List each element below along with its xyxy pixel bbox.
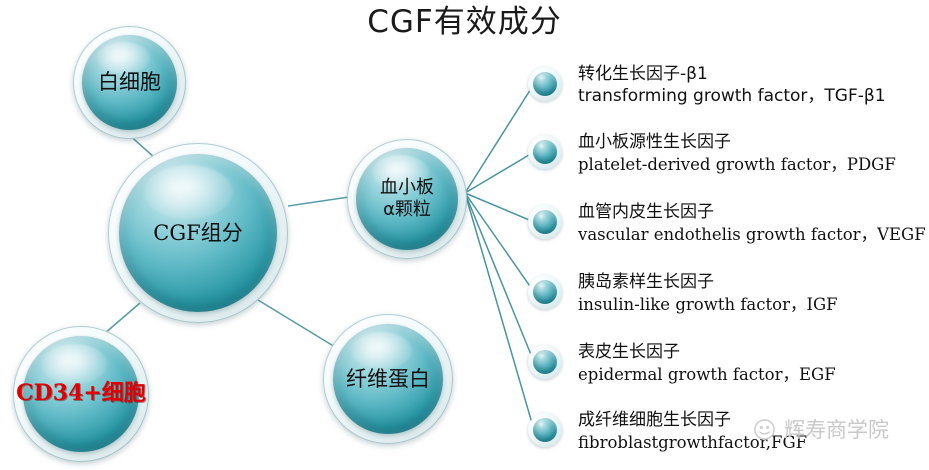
bubble-label-white-blood-cell: 白细胞	[98, 70, 161, 95]
connector-platelet-to-gf-5	[464, 192, 535, 363]
bullet-sphere-icon	[528, 275, 562, 309]
connector-center-to-cd34	[103, 302, 141, 335]
bullet-sphere-icon	[528, 67, 562, 101]
bubble-label-fibrin: 纤维蛋白	[346, 366, 430, 391]
bubble-core	[356, 148, 458, 250]
bubble-fibrin[interactable]: 纤维蛋白	[323, 314, 453, 444]
connector-platelet-to-gf-4	[464, 192, 535, 293]
growth-factor-en-1: transforming growth factor，TGF-β1	[578, 86, 886, 106]
growth-factor-cn-3: 血管内皮生长因子	[578, 202, 714, 222]
bullet-sphere-icon	[528, 413, 562, 447]
bubble-white-blood-cell[interactable]: 白细胞	[73, 26, 186, 139]
growth-factor-cn-5: 表皮生长因子	[578, 342, 680, 362]
bubble-core	[82, 35, 177, 130]
connector-platelet-to-gf-6	[464, 192, 535, 431]
growth-factor-cn-6: 成纤维细胞生长因子	[578, 410, 731, 430]
growth-factor-text-5: 表皮生长因子 epidermal growth factor，EGF	[578, 341, 836, 386]
bullet-sphere-icon	[528, 135, 562, 169]
bubble-label-line-1: 血小板	[380, 176, 434, 198]
growth-factor-text-3: 血管内皮生长因子 vascular endothelis growth fact…	[578, 201, 926, 246]
growth-factor-cn-4: 胰岛素样生长因子	[578, 272, 714, 292]
page-title: CGF有效成分	[367, 4, 562, 40]
bubble-label-platelet-alpha-granule: 血小板 α颗粒	[380, 177, 434, 222]
growth-factor-en-5: epidermal growth factor，EGF	[578, 365, 836, 384]
bubble-core	[119, 154, 277, 312]
bubble-core	[23, 336, 139, 452]
growth-factor-en-4: insulin-like growth factor，IGF	[578, 295, 838, 314]
growth-factor-en-2: platelet-derived growth factor，PDGF	[578, 155, 896, 174]
growth-factor-text-4: 胰岛素样生长因子 insulin-like growth factor，IGF	[578, 271, 838, 316]
bubble-cgf-components[interactable]: CGF组分	[108, 143, 288, 323]
bullet-sphere-icon	[528, 345, 562, 379]
growth-factor-en-6: fibroblastgrowthfactor,FGF	[578, 433, 808, 452]
connector-platelet-to-gf-1	[464, 83, 535, 194]
connector-platelet-to-gf-2	[464, 151, 535, 194]
bubble-label-cgf-components: CGF组分	[153, 220, 243, 245]
bubble-core	[333, 324, 443, 434]
connector-platelet-to-gf-3	[464, 192, 535, 223]
growth-factor-text-1: 转化生长因子-β1 transforming growth factor，TGF…	[578, 63, 886, 108]
growth-factor-text-2: 血小板源性生长因子 platelet-derived growth factor…	[578, 131, 896, 176]
growth-factor-text-6: 成纤维细胞生长因子 fibroblastgrowthfactor,FGF	[578, 409, 807, 454]
growth-factor-cn-2: 血小板源性生长因子	[578, 132, 731, 152]
bullet-sphere-icon	[528, 205, 562, 239]
bubble-label-line-2: α颗粒	[383, 199, 431, 220]
connector-center-to-fibrin	[257, 299, 341, 351]
bubble-platelet-alpha-granule[interactable]: 血小板 α颗粒	[347, 139, 467, 259]
growth-factor-cn-1: 转化生长因子-β1	[578, 64, 708, 84]
connector-center-to-platelet	[287, 196, 350, 207]
growth-factor-en-3: vascular endothelis growth factor，VEGF	[578, 225, 926, 244]
bubble-label-cd34-cell: CD34+细胞	[16, 380, 146, 407]
bubble-cd34-cell[interactable]: CD34+细胞	[13, 326, 149, 462]
